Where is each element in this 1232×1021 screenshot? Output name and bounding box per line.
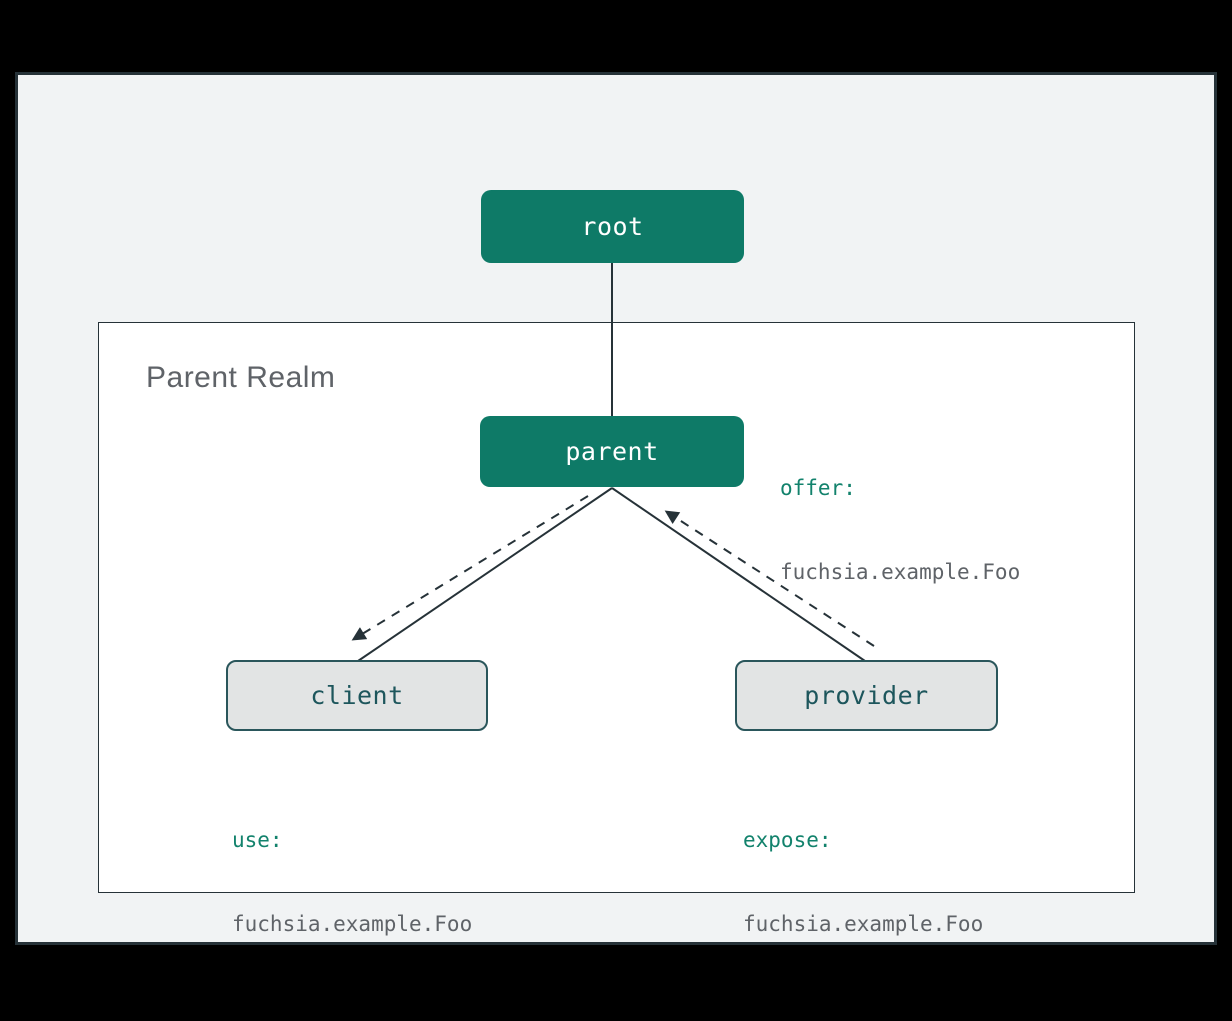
annotation-use-value: fuchsia.example.Foo: [232, 912, 473, 936]
annotation-use: use: fuchsia.example.Foo: [232, 770, 472, 994]
annotation-offer-value: fuchsia.example.Foo: [780, 560, 1021, 584]
annotation-offer: offer: fuchsia.example.Foo: [780, 418, 1020, 642]
annotation-use-keyword: use:: [232, 828, 283, 852]
annotation-expose-value: fuchsia.example.Foo: [743, 912, 984, 936]
node-client: client: [226, 660, 488, 731]
node-provider: provider: [735, 660, 998, 731]
annotation-offer-keyword: offer:: [780, 476, 856, 500]
annotation-expose-keyword: expose:: [743, 828, 832, 852]
parent-realm-label: Parent Realm: [146, 361, 336, 394]
node-parent: parent: [480, 416, 744, 487]
annotation-expose: expose: fuchsia.example.Foo: [743, 770, 983, 994]
node-root: root: [481, 190, 744, 263]
